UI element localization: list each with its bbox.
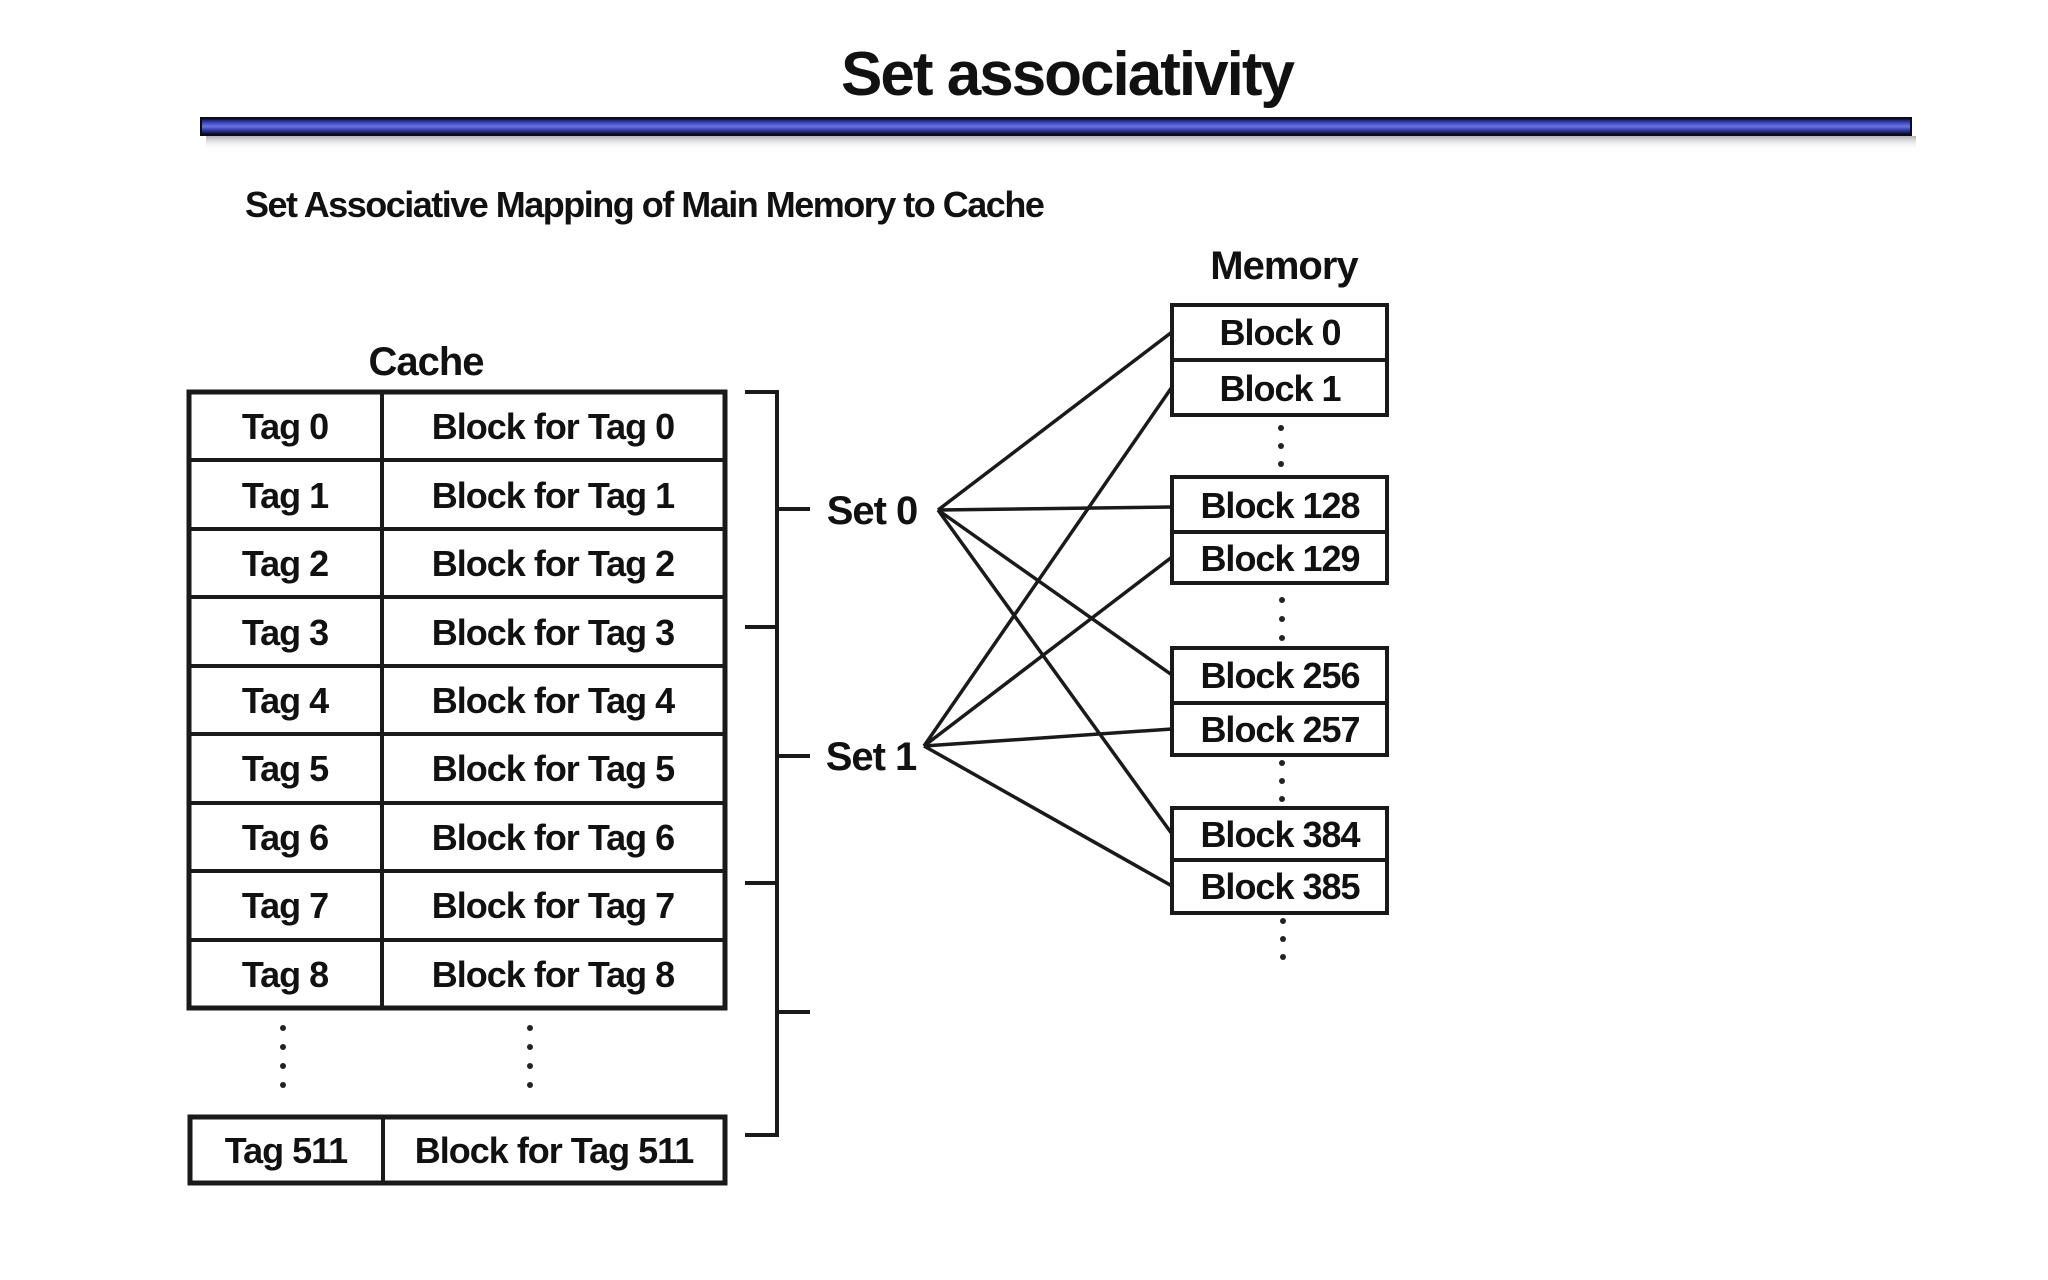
cache-label: Cache [368,340,483,384]
tag-cell: Tag 7 [242,885,328,926]
memory-block-group: Block 256 Block 257 [1170,646,1389,757]
cache-table-row: Tag 8 Block for Tag 8 [242,954,675,995]
cache-table-row: Tag 4 Block for Tag 4 [242,680,676,721]
set0-label: Set 0 [827,489,918,533]
divider-bar-fill [202,119,1910,134]
memory-block-group: Block 384 Block 385 [1170,806,1389,915]
ellipsis-dots [1280,918,1286,960]
block-cell: Block for Tag 6 [432,817,674,858]
ellipsis-dots [1278,425,1284,467]
block-cell: Block for Tag 1 [432,475,675,516]
memory-block: Block 385 [1200,866,1360,907]
block-cell: Block for Tag 5 [432,748,675,789]
tag-cell: Tag 511 [225,1130,348,1171]
mapping-line [936,330,1174,512]
block-cell: Block for Tag 3 [432,612,674,653]
slide-title: Set associativity [841,40,1295,109]
memory-block-group: Block 0 Block 1 [1170,303,1389,417]
mapping-line [922,555,1174,748]
set1-label: Set 1 [826,735,917,779]
title-divider-bar [200,117,1916,150]
cache-table-row: Tag 1 Block for Tag 1 [242,475,676,516]
ellipsis-dots [1279,597,1285,641]
block-cell: Block for Tag 2 [432,543,674,584]
memory-block: Block 1 [1219,368,1341,409]
tag-cell: Tag 3 [242,612,328,653]
tag-cell: Tag 6 [242,817,328,858]
set1-mapping-lines [922,386,1174,888]
set-bracket [745,390,810,1137]
tag-cell: Tag 0 [242,406,328,447]
memory-block: Block 0 [1219,312,1340,353]
mapping-line [937,505,1173,512]
memory-block: Block 384 [1200,814,1360,855]
block-cell: Block for Tag 0 [432,406,674,447]
memory-block: Block 129 [1200,538,1359,579]
set0-mapping-lines [936,330,1174,836]
divider-bar-shadow [206,136,1916,150]
mapping-line [936,508,1174,836]
cache-table-border [186,389,728,1011]
block-cell: Block for Tag 511 [415,1130,694,1171]
memory-block-group: Block 128 Block 129 [1170,475,1389,585]
block-cell: Block for Tag 4 [432,680,675,721]
tag-cell: Tag 1 [242,475,329,516]
memory-label: Memory [1210,244,1359,288]
block-cell: Block for Tag 7 [432,885,674,926]
tag-cell: Tag 8 [242,954,328,995]
mapping-line [936,508,1174,677]
mapping-line [923,744,1173,888]
tag-cell: Tag 2 [242,543,328,584]
cache-table: Tag 0 Block for Tag 0 Tag 1 Block for Ta… [186,389,728,1011]
memory-block: Block 256 [1200,655,1359,696]
ellipsis-dots [1279,760,1285,802]
tag-cell: Tag 5 [242,748,329,789]
ellipsis-dots [280,1025,533,1088]
mapping-line [923,727,1173,748]
cache-table-row: Tag 5 Block for Tag 5 [242,748,676,789]
cache-table-row: Tag 0 Block for Tag 0 [242,406,675,447]
block-cell: Block for Tag 8 [432,954,674,995]
memory-block: Block 257 [1200,709,1359,750]
tag-cell: Tag 4 [242,680,329,721]
cache-table-row: Tag 3 Block for Tag 3 [242,612,675,653]
cache-table-last-row: Tag 511 Block for Tag 511 [187,1114,728,1186]
cache-table-row: Tag 2 Block for Tag 2 [242,543,675,584]
diagram-subtitle: Set Associative Mapping of Main Memory t… [245,184,1044,225]
cache-table-row: Tag 7 Block for Tag 7 [242,885,675,926]
mapping-line [922,386,1174,747]
memory-block: Block 128 [1200,485,1359,526]
tag511-row-border [187,1114,728,1186]
cache-table-row: Tag 6 Block for Tag 6 [242,817,675,858]
